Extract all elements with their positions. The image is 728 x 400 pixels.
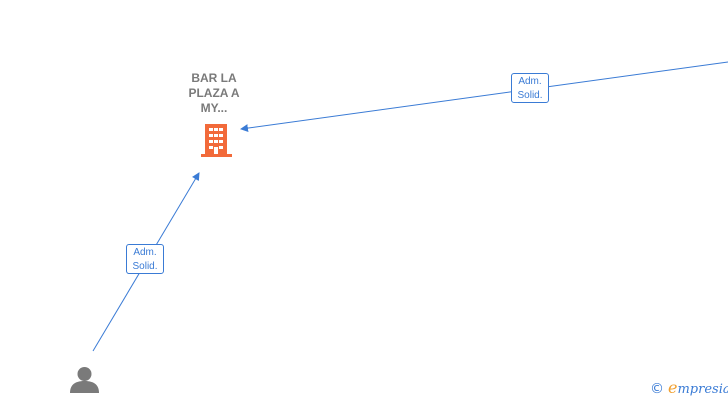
brand-name: mpresia: [677, 382, 728, 397]
edge-label-role[interactable]: Adm. Solid.: [511, 73, 549, 103]
edge-offscreen-to-company: [240, 61, 728, 133]
brand-logo: ©empresia: [650, 378, 728, 398]
edge-label-role[interactable]: Adm. Solid.: [126, 244, 164, 274]
edge-label-line1: Adm.: [518, 76, 542, 87]
brand-initial: e: [668, 378, 678, 397]
person-icon[interactable]: [70, 367, 99, 393]
copyright-icon: ©: [650, 381, 664, 397]
company-name-label[interactable]: BAR LA PLAZA A MY...: [188, 71, 240, 115]
edge-label-line1: Adm.: [133, 247, 157, 258]
edge-label-line2: Solid.: [132, 261, 158, 272]
edge-label-line2: Solid.: [517, 90, 543, 101]
building-icon[interactable]: [201, 124, 232, 157]
